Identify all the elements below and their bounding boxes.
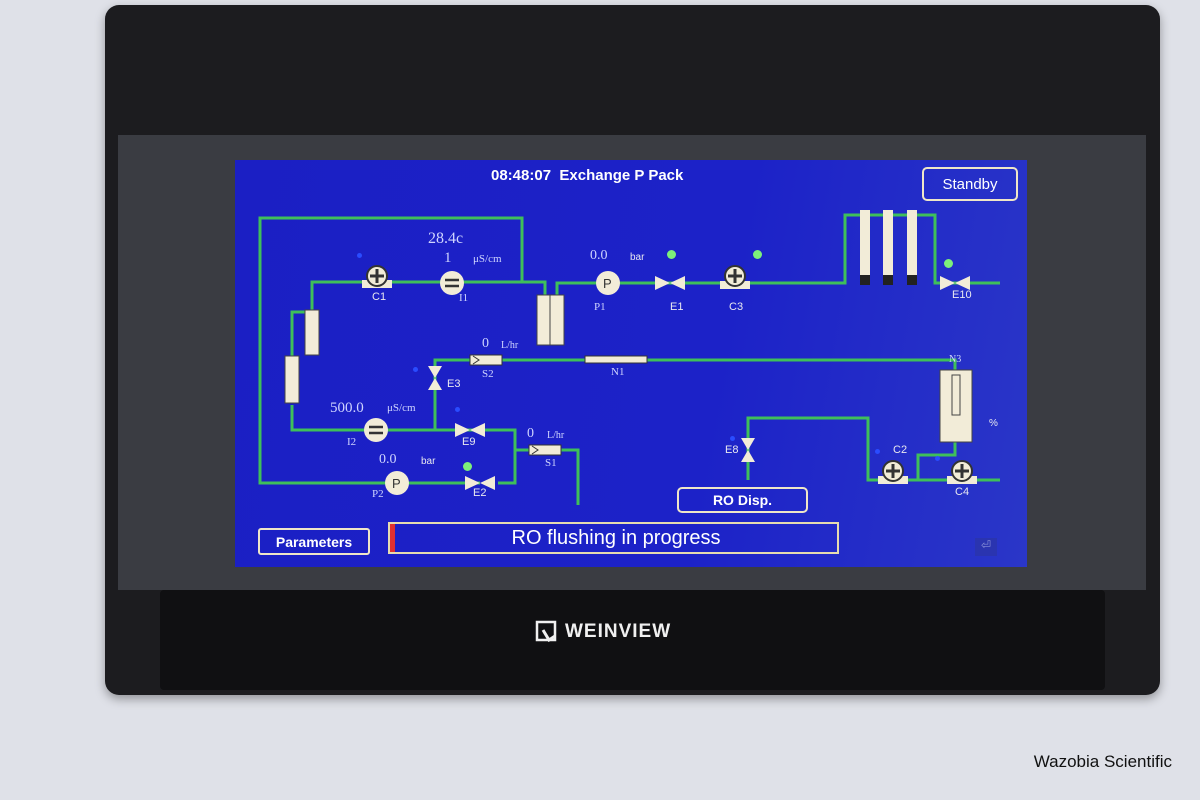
led-c3-icon (753, 250, 762, 259)
label-e2: E2 (473, 487, 487, 499)
conductivity-i1-icon (440, 271, 464, 295)
label-s1: S1 (545, 457, 557, 469)
pipe-n3-out (916, 442, 957, 480)
s2-unit: L/hr (501, 340, 519, 351)
pipe-c1-line (310, 280, 547, 312)
flow-s2-icon (469, 354, 503, 366)
label-e3: E3 (447, 378, 461, 390)
pump-c1-icon (362, 265, 392, 288)
p2-value: 0.0 (379, 452, 397, 467)
led-e8-icon (730, 436, 735, 441)
pipe-i2-line (290, 405, 517, 485)
hmi-lower-panel (160, 590, 1105, 690)
logo-text: WEINVIEW (565, 621, 672, 642)
label-p2: P2 (372, 488, 384, 500)
s1-value: 0 (527, 426, 534, 441)
label-i1: I1 (459, 292, 469, 304)
label-n1: N1 (611, 366, 625, 378)
label-c1: C1 (372, 291, 387, 303)
pipe-p1-line (555, 213, 1000, 295)
ro-dispense-button[interactable]: RO Disp. (677, 487, 808, 513)
alarm-indicator (390, 524, 395, 552)
uv-n1-icon (584, 355, 648, 364)
label-i2: I2 (347, 436, 357, 448)
watermark: Wazobia Scientific (1033, 752, 1172, 771)
i1-value: 1 (444, 250, 452, 266)
level-percent-unit: % (989, 418, 998, 429)
led-e10-icon (944, 259, 953, 268)
label-n3: N3 (949, 354, 962, 365)
valve-e3-icon (428, 366, 442, 390)
svg-text:P: P (392, 476, 401, 491)
p2-unit: bar (421, 456, 436, 467)
led-c1-icon (357, 253, 362, 258)
standby-button[interactable]: Standby (922, 167, 1018, 201)
pressure-p2-icon: P (385, 471, 409, 495)
status-message: RO flushing in progress (511, 526, 721, 549)
weinview-logo: WEINVIEW (535, 620, 671, 644)
valve-e9-icon (455, 423, 485, 437)
label-c3: C3 (729, 301, 744, 313)
pipe-e3 (433, 358, 957, 430)
parameters-button[interactable]: Parameters (258, 528, 370, 555)
p1-unit: bar (630, 252, 645, 263)
label-c4: C4 (955, 486, 970, 498)
clock: 08:48:07 (491, 167, 552, 184)
label-s2: S2 (482, 368, 494, 380)
svg-text:P: P (603, 276, 612, 291)
pressure-p1-icon: P (596, 271, 620, 295)
led-e1-icon (667, 250, 676, 259)
led-e9-icon (455, 407, 460, 412)
label-e1: E1 (670, 301, 684, 313)
pump-c2-icon (878, 460, 908, 484)
touch-screen: P P 08:48:07 Exchange P Pack Standby 28.… (235, 160, 1027, 567)
s2-value: 0 (482, 336, 489, 351)
header-title: 08:48:07 Exchange P Pack (491, 167, 683, 184)
weinview-logo-icon (535, 620, 557, 643)
label-e9: E9 (462, 436, 476, 448)
return-icon[interactable]: ⏎ (975, 538, 997, 556)
led-e3-icon (413, 367, 418, 372)
valve-e10-icon (940, 276, 970, 290)
led-c4-icon (935, 456, 940, 461)
label-e8: E8 (725, 444, 739, 456)
led-e2-icon (463, 462, 472, 471)
conductivity-i2-icon (364, 418, 388, 442)
s1-unit: L/hr (547, 430, 565, 441)
label-e10: E10 (952, 289, 972, 301)
i2-value: 500.0 (330, 400, 364, 416)
led-c2-icon (875, 449, 880, 454)
filter-tubes (860, 210, 917, 285)
flow-s1-icon (528, 444, 562, 456)
valve-e2-icon (465, 476, 495, 490)
process-diagram: P P (258, 210, 1000, 505)
column-2 (284, 355, 300, 404)
i1-unit: μS/cm (473, 253, 502, 265)
label-p1: P1 (594, 301, 606, 313)
n3-tank (939, 369, 973, 443)
pump-c3-icon (720, 265, 750, 289)
p1-value: 0.0 (590, 248, 608, 263)
valve-e1-icon (655, 276, 685, 290)
temperature-readout: 28.4c (428, 230, 464, 247)
column-1 (304, 309, 320, 356)
pump-c4-icon (947, 460, 977, 484)
status-bar: RO flushing in progress (388, 522, 839, 554)
valve-e8-icon (741, 438, 755, 462)
i2-unit: μS/cm (387, 402, 416, 414)
screen-title: Exchange P Pack (559, 167, 684, 184)
label-c2: C2 (893, 444, 908, 456)
